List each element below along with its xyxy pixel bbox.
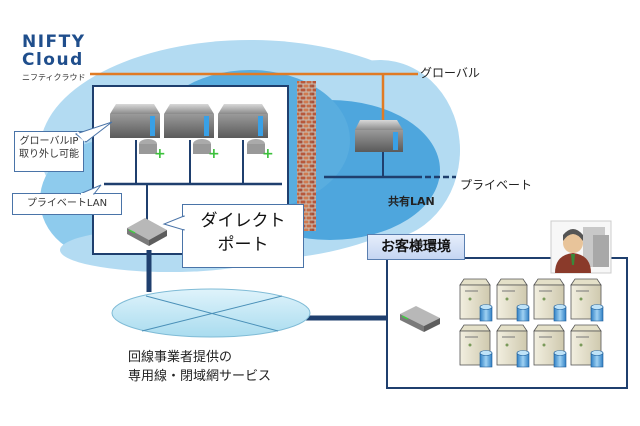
callout-global-ip: グローバルIP 取り外し可能 bbox=[14, 131, 84, 172]
callout-direct-port-line2: ポート bbox=[217, 235, 269, 255]
svg-text:+: + bbox=[208, 146, 220, 162]
carrier-service-line2: 専用線・閉域網サービス bbox=[128, 369, 272, 384]
customer-servers bbox=[459, 278, 604, 368]
customer-server-icon bbox=[570, 278, 604, 322]
firewall-brick-wall-icon bbox=[297, 81, 316, 231]
callout-private-lan-pointer bbox=[79, 184, 102, 195]
customer-server-icon bbox=[533, 278, 567, 322]
callout-global-ip-pointer bbox=[74, 121, 113, 143]
carrier-service-line1: 回線事業者提供の bbox=[128, 350, 233, 365]
customer-server-icon bbox=[459, 278, 493, 322]
callout-direct-port-pointer bbox=[162, 215, 185, 231]
customer-person-icon bbox=[550, 220, 612, 274]
customer-server-icon bbox=[496, 278, 530, 322]
cloud-server: + bbox=[218, 104, 274, 162]
callout-private-lan: プライベートLAN bbox=[12, 193, 122, 215]
callout-direct-port-line1: ダイレクト bbox=[200, 211, 286, 231]
callout-direct-port: ダイレクト ポート bbox=[182, 204, 304, 268]
carrier-network-icon bbox=[111, 288, 311, 338]
callout-global-ip-line2: 取り外し可能 bbox=[19, 149, 79, 160]
label-private: プライベート bbox=[460, 178, 533, 192]
customer-server-icon bbox=[570, 324, 604, 368]
shared-server bbox=[355, 120, 403, 152]
logo-title-line2: Cloud bbox=[22, 50, 84, 70]
customer-server-icon bbox=[459, 324, 493, 368]
cloud-server: + bbox=[164, 104, 220, 162]
direct-port-router-icon bbox=[127, 218, 167, 246]
svg-text:+: + bbox=[154, 146, 166, 162]
customer-router-icon bbox=[400, 306, 440, 332]
label-shared-lan: 共有LAN bbox=[388, 195, 435, 208]
logo-title-line1: NIFTY bbox=[22, 32, 86, 52]
cloud-server: + bbox=[110, 104, 166, 162]
carrier-service-label: 回線事業者提供の 専用線・閉域網サービス bbox=[128, 348, 271, 386]
label-global: グローバル bbox=[420, 66, 480, 80]
customer-server-icon bbox=[496, 324, 530, 368]
customer-server-icon bbox=[533, 324, 567, 368]
svg-text:+: + bbox=[262, 146, 274, 162]
customer-env-label: お客様環境 bbox=[367, 234, 465, 260]
logo-subtitle: ニフティクラウド bbox=[22, 73, 86, 82]
callout-global-ip-line1: グローバルIP bbox=[19, 136, 79, 147]
